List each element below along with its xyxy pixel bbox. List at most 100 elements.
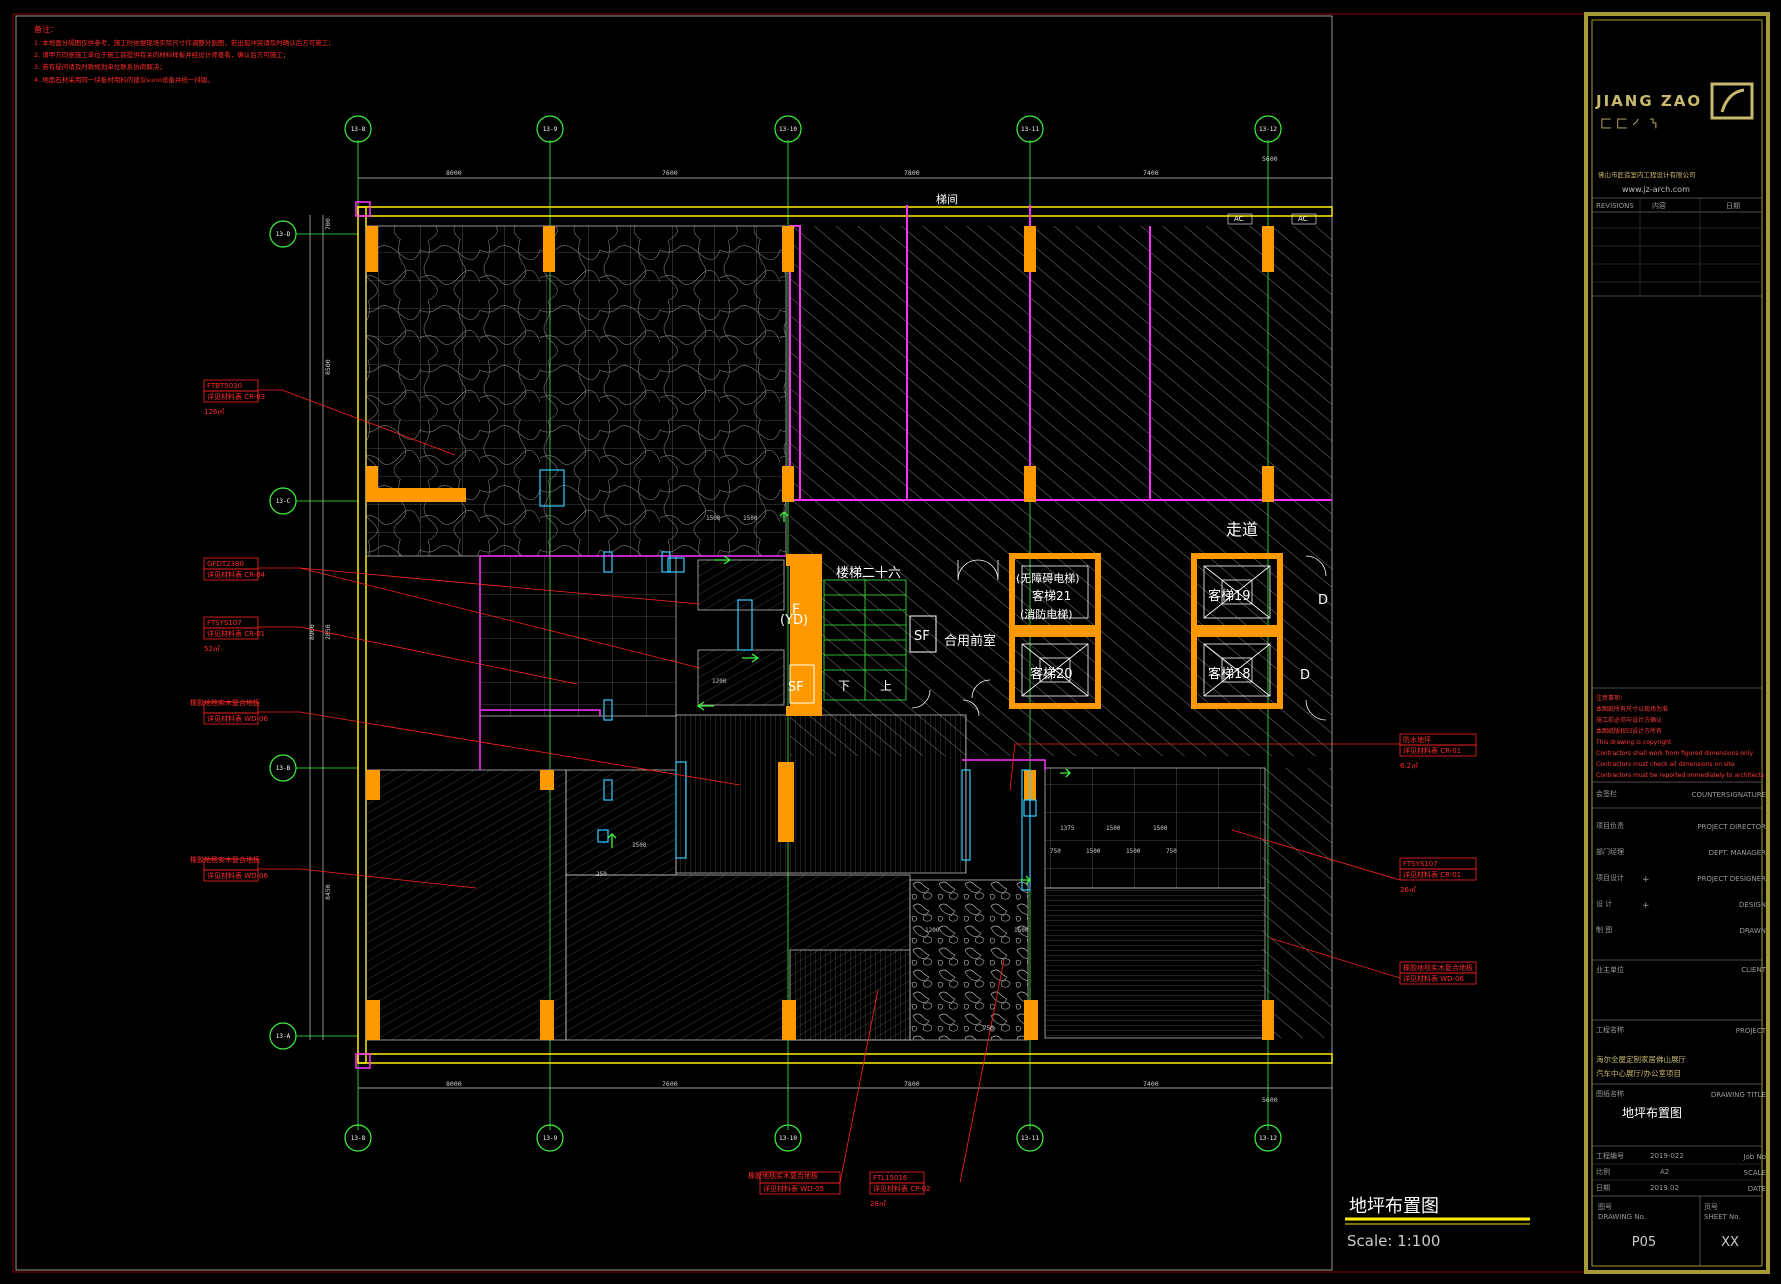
- role-4-cn: 设 计: [1596, 899, 1612, 908]
- scale-cn: 比例: [1596, 1167, 1610, 1176]
- logo: JIANG ZAO 匚 匚 ㇒ ㇎: [1595, 82, 1754, 131]
- inner-dim-9: 1500: [1126, 848, 1141, 855]
- material-tag-2-code: GFDT2380: [207, 560, 244, 568]
- label-lift-a-1: (无障碍电梯): [1016, 571, 1080, 585]
- drawing-title-value: 地坪布置图: [1622, 1106, 1682, 1120]
- stair: [823, 579, 907, 701]
- notes-line-3: 3. 若有疑问请及时致规划单位联系协商解决；: [34, 62, 166, 71]
- label-up: 上: [880, 679, 892, 693]
- bottom-dim-2: 7600: [662, 1080, 678, 1088]
- general-notes: 备注： 1. 本地面分隔图仅供参考，施工时依据现场实际尺寸作调整分割图，若出现冲…: [34, 24, 335, 84]
- label-d-2: D: [1300, 668, 1310, 683]
- material-tag-5-ref: 详见材料表 WD-06: [207, 871, 269, 880]
- top-dim-5: 5600: [1262, 155, 1278, 163]
- notes-line-4: 4. 地面石材采用同一块板材用料的建议suno设备并统一排版。: [34, 75, 214, 84]
- sheet-no-cn: 页号: [1704, 1203, 1718, 1211]
- label-lift-d: 客梯18: [1208, 666, 1251, 682]
- drawing-label-scale: Scale: 1:100: [1347, 1232, 1440, 1250]
- inner-dim-11: 1500: [632, 842, 647, 849]
- material-tag-7-ref: 详见材料表 CR-01: [1403, 870, 1461, 879]
- grid-bubbles-bottom: 13-8 13-9 13-10 13-11 13-12: [344, 1124, 1282, 1152]
- bottom-dim-5: 5600: [1262, 1096, 1278, 1104]
- top-dim-2: 7600: [662, 169, 678, 177]
- left-dim-3: 2850: [324, 624, 332, 640]
- left-dim-4: 8450: [324, 884, 332, 900]
- inner-dim-5: 1500: [1106, 825, 1121, 832]
- label-fire-sub: (YD): [780, 613, 808, 628]
- drawing-no-en: DRAWING No.: [1598, 1213, 1646, 1221]
- structural-columns: [366, 226, 1274, 1040]
- tb-note-2: 本图纸所有尺寸以现场为准: [1596, 705, 1668, 713]
- tb-note-8: Contractors must be reported immediately…: [1596, 772, 1764, 779]
- svg-text:+: +: [1642, 901, 1650, 911]
- drawing-label: 地坪布置图 Scale: 1:100: [1345, 1196, 1530, 1250]
- revisions-date-header: 日期: [1726, 202, 1740, 210]
- grid-col-2-bottom: 13-9: [543, 1135, 558, 1142]
- notes-line-2: 2. 请甲方同意施工单位于施工前提供有关的材料样板并经设计师查看，确认后方可施工…: [34, 50, 289, 59]
- tile-floor-small-1: [697, 559, 785, 611]
- hatched-area-top-right: [790, 226, 1332, 501]
- drawing-title-en: DRAWING TITLE: [1711, 1091, 1766, 1099]
- material-tag-9-code: 橡胶地毯实木复合地板: [748, 1171, 818, 1180]
- date-value: 2019.02: [1650, 1184, 1679, 1192]
- inner-dim-7: 750: [1050, 848, 1061, 855]
- tile-floor-small-2: [697, 649, 785, 706]
- material-tag-7-area: 26㎡: [1400, 886, 1416, 894]
- label-sf-1: SF: [914, 629, 930, 644]
- grid-col-2-top: 13-9: [543, 126, 558, 133]
- role-3-cn: 项目设计: [1596, 873, 1624, 882]
- material-tag-9-ref: 详见材料表 WD-05: [763, 1184, 824, 1193]
- left-dim-1: 700: [324, 218, 332, 230]
- tile-floor-center: [675, 714, 967, 874]
- tile-floor-middle: [479, 555, 677, 717]
- countersign-cn: 会签栏: [1596, 789, 1617, 798]
- inner-dim-15: 750: [983, 1025, 994, 1032]
- wood-floor-strip: [565, 769, 677, 876]
- role-3-en: PROJECT DESIGNER: [1697, 875, 1766, 883]
- job-cn: 工程编号: [1596, 1151, 1624, 1160]
- label-stair: 楼梯二十六: [836, 566, 901, 581]
- role-5-en: DRAWN: [1739, 927, 1766, 935]
- room-labels: 梯间 走道 楼梯二十六 F (YD) SF SF 下 上 合用前室 (无障碍电梯…: [780, 193, 1328, 695]
- inner-dim-8: 1500: [1086, 848, 1101, 855]
- notes-heading: 备注：: [34, 24, 58, 34]
- wood-floor-bottom-room: [789, 949, 911, 1041]
- inner-dimensions: 1500 1500 1200 1375 1500 1500 750 1500 1…: [596, 515, 1177, 1032]
- role-1-en: PROJECT DIRECTOR: [1697, 823, 1766, 831]
- logo-text: JIANG ZAO: [1595, 92, 1702, 110]
- hatched-area-right: [1262, 768, 1332, 1038]
- label-ac-2: AC: [1298, 215, 1308, 223]
- material-tag-10-code: FTL15016: [873, 1174, 908, 1182]
- label-lift-c: 客梯19: [1208, 588, 1251, 604]
- material-tag-3-area: 52㎡: [204, 645, 220, 653]
- door-swings: [911, 555, 1327, 721]
- top-dim-3: 7800: [904, 169, 920, 177]
- material-tag-4-code: 橡胶地毯实木复合地板: [190, 698, 260, 707]
- grid-col-5-top: 13-12: [1259, 126, 1277, 133]
- project-en: PROJECT: [1736, 1027, 1767, 1035]
- material-tag-7-code: FTSYS107: [1403, 860, 1438, 868]
- grid-col-5-bottom: 13-12: [1259, 1135, 1277, 1142]
- inner-dim-4: 1375: [1060, 825, 1075, 832]
- date-cn: 日期: [1596, 1184, 1610, 1192]
- material-tag-6-ref: 详见材料表 CR-01: [1403, 746, 1461, 755]
- role-5-cn: 制 图: [1596, 925, 1612, 934]
- scale-value: A2: [1660, 1168, 1669, 1176]
- material-tag-9: 橡胶地毯实木复合地板 详见材料表 WD-05: [748, 1171, 841, 1195]
- lift-cars: [1021, 565, 1271, 697]
- project-cn: 工程名称: [1596, 1025, 1624, 1034]
- label-corridor: 走道: [1226, 520, 1258, 539]
- material-tag-2: GFDT2380 详见材料表 CR-04: [203, 557, 266, 581]
- grid-row-1: 13-D: [276, 231, 291, 238]
- top-dim-labels: 8000 7600 7800 7400 5600 8000 7600 7800 …: [446, 155, 1278, 1104]
- tile-floor-right: [1044, 767, 1266, 889]
- ac-boxes: [1227, 213, 1317, 225]
- material-tag-4: 橡胶地毯实木复合地板 详见材料表 WD-06: [190, 698, 269, 725]
- leader-lines: [258, 389, 1401, 1184]
- revisions-content-header: 内容: [1652, 201, 1666, 210]
- drawing-no-value: P05: [1632, 1235, 1656, 1250]
- label-fire: F: [792, 602, 800, 618]
- tb-note-4: 本图纸版权归设计方所有: [1596, 727, 1662, 735]
- grid-col-1-top: 13-8: [351, 126, 366, 133]
- inner-dim-12: 1200: [925, 927, 940, 934]
